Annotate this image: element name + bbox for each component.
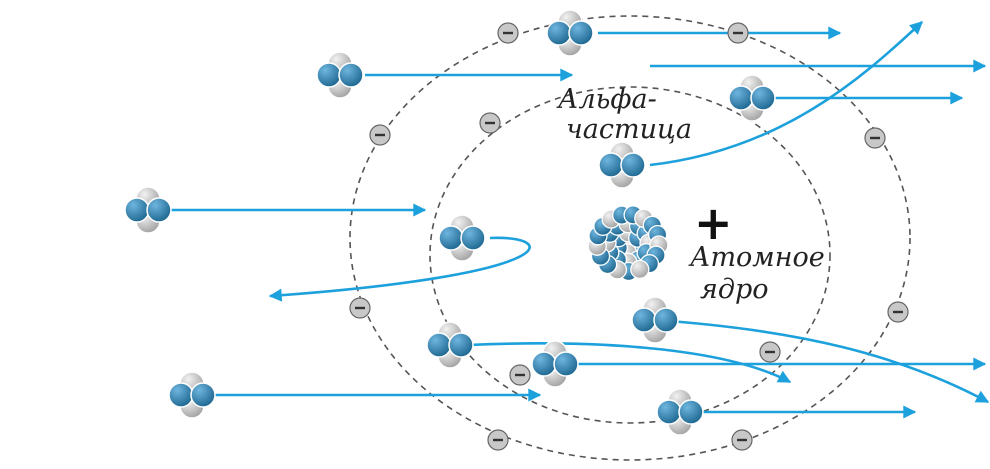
alpha-particle [426,321,474,369]
particle-trails [0,23,640,422]
electron [487,429,509,451]
alpha-particle [124,186,172,234]
proton [653,307,679,333]
electrons [349,22,909,451]
alpha-particle [316,51,364,99]
proton [438,225,464,251]
proton [316,62,342,88]
nucleus-label-line2: ядро [700,274,769,305]
trail [300,332,420,352]
electron [509,364,531,386]
electron-orbits [349,15,911,461]
electron [349,297,371,319]
alpha-particle [631,296,679,344]
alpha-particle [168,371,216,419]
proton [124,197,150,223]
trail [0,200,115,220]
alpha-particles [124,9,776,436]
alpha-particle [728,74,776,122]
trajectory-arrow [654,318,990,404]
proton [568,20,594,46]
proton [598,152,624,178]
alpha-particle [598,141,646,189]
atomic-nucleus [587,205,669,282]
electron [369,124,391,146]
alpha-particle [438,214,486,262]
electron [887,301,909,323]
proton [631,307,657,333]
electron [479,112,501,134]
electron [497,22,519,44]
proton [168,382,194,408]
proton [656,399,682,425]
alpha-particle-label-line1: Альфа- [558,84,657,115]
proton [546,20,572,46]
positive-charge-sign: + [694,196,733,250]
alpha-particle-label-line2: частица [566,114,692,145]
trail [360,402,640,422]
trajectory-arrow [467,342,792,384]
trail [380,23,520,43]
electron [759,341,781,363]
proton [448,332,474,358]
proton [426,332,452,358]
proton [190,382,216,408]
electron [864,127,886,149]
trail [0,65,300,85]
alpha-trajectories [150,21,990,419]
trail [330,358,520,378]
alpha-particle [531,340,579,388]
alpha-particle [656,388,704,436]
outer-orbit [349,15,911,461]
trail [0,385,160,405]
proton [460,225,486,251]
inner-orbit [429,86,831,424]
proton [338,62,364,88]
proton [620,152,646,178]
proton [553,351,579,377]
trajectory-arrow [649,21,923,167]
proton [728,85,754,111]
electron [727,22,749,44]
proton [750,85,776,111]
electron [731,429,753,451]
proton [678,399,704,425]
nucleus-label-line1: Атомное [690,242,825,273]
trail [400,150,600,170]
proton [531,351,557,377]
nucleus-neutron [630,259,650,280]
trail [280,228,420,248]
trajectory-arrow [268,236,531,302]
alpha-particle [546,9,594,57]
proton [146,197,172,223]
